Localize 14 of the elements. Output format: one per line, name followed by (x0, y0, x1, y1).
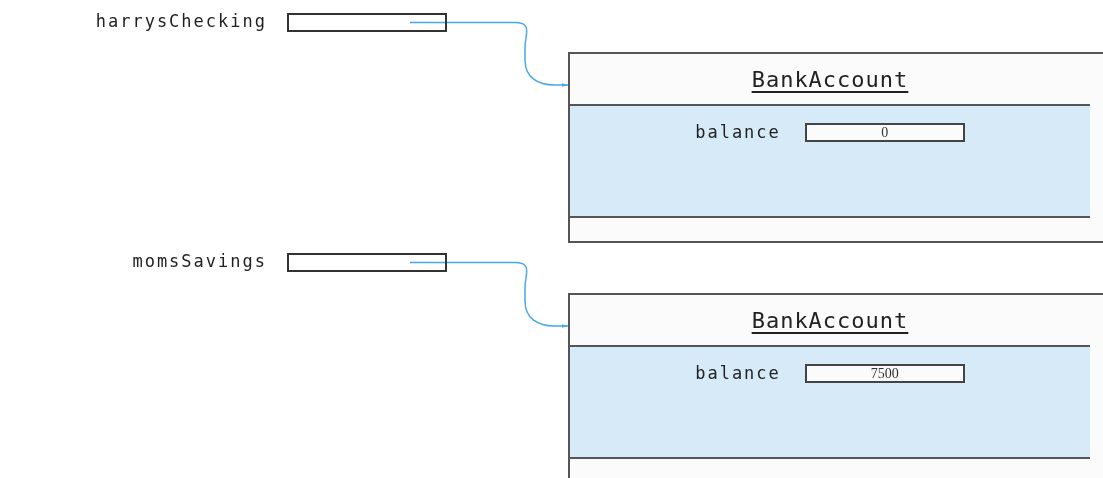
object-box (568, 52, 1103, 243)
object-box (568, 293, 1103, 478)
variable-box (287, 253, 447, 272)
class-name: BankAccount (751, 65, 909, 94)
variable-box (287, 13, 447, 32)
pointer-arrow (409, 261, 569, 328)
field-name: balance (695, 362, 781, 385)
pointer-arrow (409, 21, 569, 87)
value-box: 7500 (804, 364, 965, 384)
class-name: BankAccount (751, 306, 909, 335)
field-name: balance (695, 121, 781, 144)
variable-name: harrysChecking (95, 10, 267, 33)
value-box: 0 (804, 123, 965, 143)
variable-name: momsSavings (132, 250, 267, 273)
